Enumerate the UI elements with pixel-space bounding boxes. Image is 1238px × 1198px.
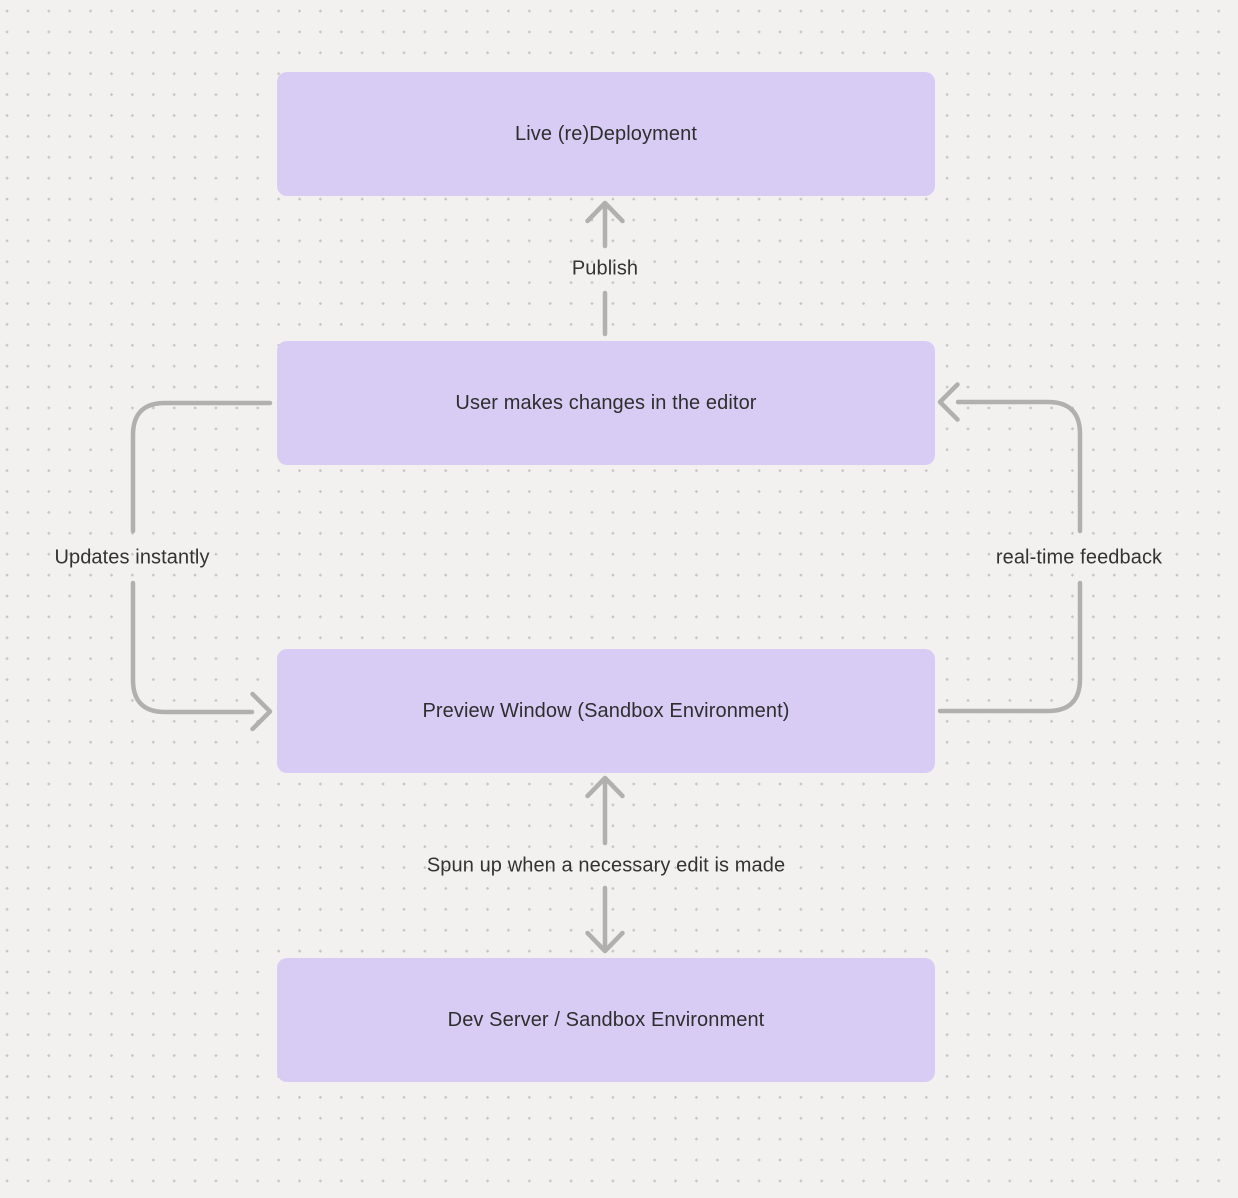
feedback-arrow-upper <box>955 399 1083 534</box>
node-user-editor: User makes changes in the editor <box>277 341 935 465</box>
spun-arrow-down-head <box>585 930 625 954</box>
edge-label-spun-up: Spun up when a necessary edit is made <box>426 854 786 877</box>
feedback-arrow-lower <box>937 580 1083 714</box>
node-dev-server: Dev Server / Sandbox Environment <box>277 958 935 1082</box>
node-live-deployment-label: Live (re)Deployment <box>515 122 697 145</box>
updates-arrow-lower <box>130 580 255 715</box>
edge-label-realtime-feedback: real-time feedback <box>995 546 1163 569</box>
node-preview-window-label: Preview Window (Sandbox Environment) <box>422 699 790 722</box>
publish-arrow-head <box>585 200 625 224</box>
spun-arrow-up-head <box>585 775 625 799</box>
node-user-editor-label: User makes changes in the editor <box>455 391 757 414</box>
edge-label-updates-instantly: Updates instantly <box>54 546 210 569</box>
updates-arrow-upper <box>130 400 273 534</box>
node-preview-window: Preview Window (Sandbox Environment) <box>277 649 935 773</box>
updates-arrow-head <box>250 691 273 732</box>
feedback-arrow-head <box>937 382 960 422</box>
node-live-deployment: Live (re)Deployment <box>277 72 935 196</box>
edge-label-publish: Publish <box>571 257 639 280</box>
node-dev-server-label: Dev Server / Sandbox Environment <box>447 1008 765 1031</box>
